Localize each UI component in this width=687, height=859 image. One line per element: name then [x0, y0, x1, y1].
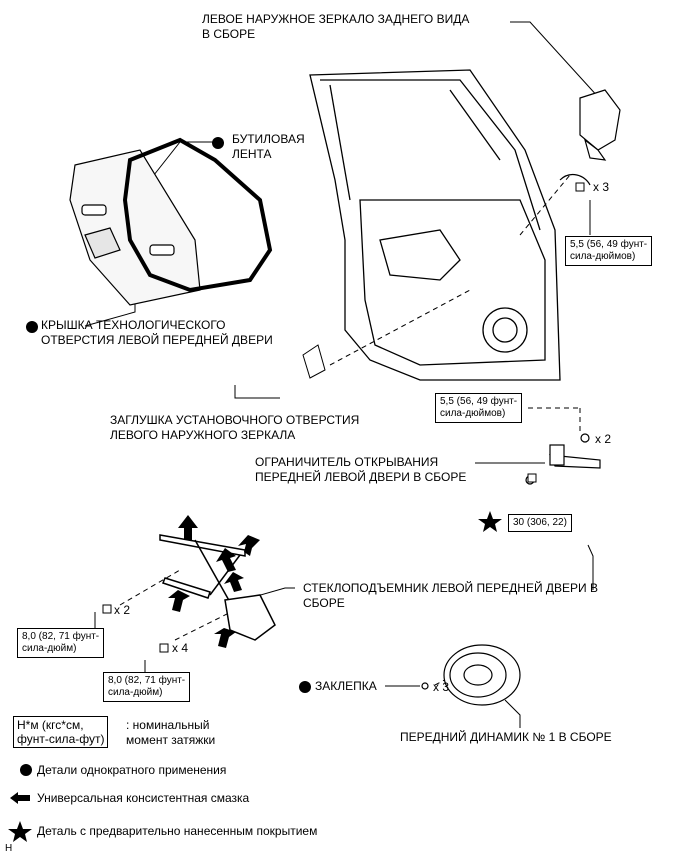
- nonreusable-icon: [26, 321, 38, 333]
- legend-star-icon: [8, 821, 32, 842]
- qty-reg-left: x 2: [114, 603, 131, 617]
- legend-precoated: Деталь с предварительно нанесенным покры…: [37, 824, 318, 838]
- precoated-star-icon: [478, 511, 502, 532]
- speaker-label: ПЕРЕДНИЙ ДИНАМИК № 1 В СБОРЕ: [400, 730, 612, 744]
- legend-nonreusable-icon: [20, 764, 32, 776]
- torque-check-upper: 5,5 (56, 49 фунт-сила-дюймов): [435, 393, 523, 423]
- nonreusable-icon: [212, 137, 224, 149]
- qty-mirror: x 3: [593, 180, 610, 194]
- qty-check: x 2: [595, 432, 612, 446]
- legend-grease: Универсальная консистентная смазка: [37, 791, 250, 805]
- rivet-label: ЗАКЛЕПКА: [315, 679, 377, 693]
- torque-regulator-left: 8,0 (82, 71 фунт-сила-дюйм): [17, 628, 105, 658]
- nonreusable-icon: [299, 681, 311, 693]
- torque-check-lower: 30 (306, 22): [508, 514, 572, 532]
- qty-reg-right: x 4: [172, 641, 189, 655]
- legend-nonreusable: Детали однократного применения: [37, 763, 227, 777]
- footer-mark: Н: [5, 843, 13, 854]
- torque-regulator-right: 8,0 (82, 71 фунт-сила-дюйм): [103, 672, 191, 702]
- torque-mirror: 5,5 (56, 49 фунт-сила-дюймов): [565, 236, 653, 266]
- qty-rivet: x 3: [433, 680, 450, 694]
- legend-unit-box: Н*м (кгс*см,фунт-сила-фут): [13, 716, 109, 748]
- legend-grease-arrow-icon: [10, 792, 30, 804]
